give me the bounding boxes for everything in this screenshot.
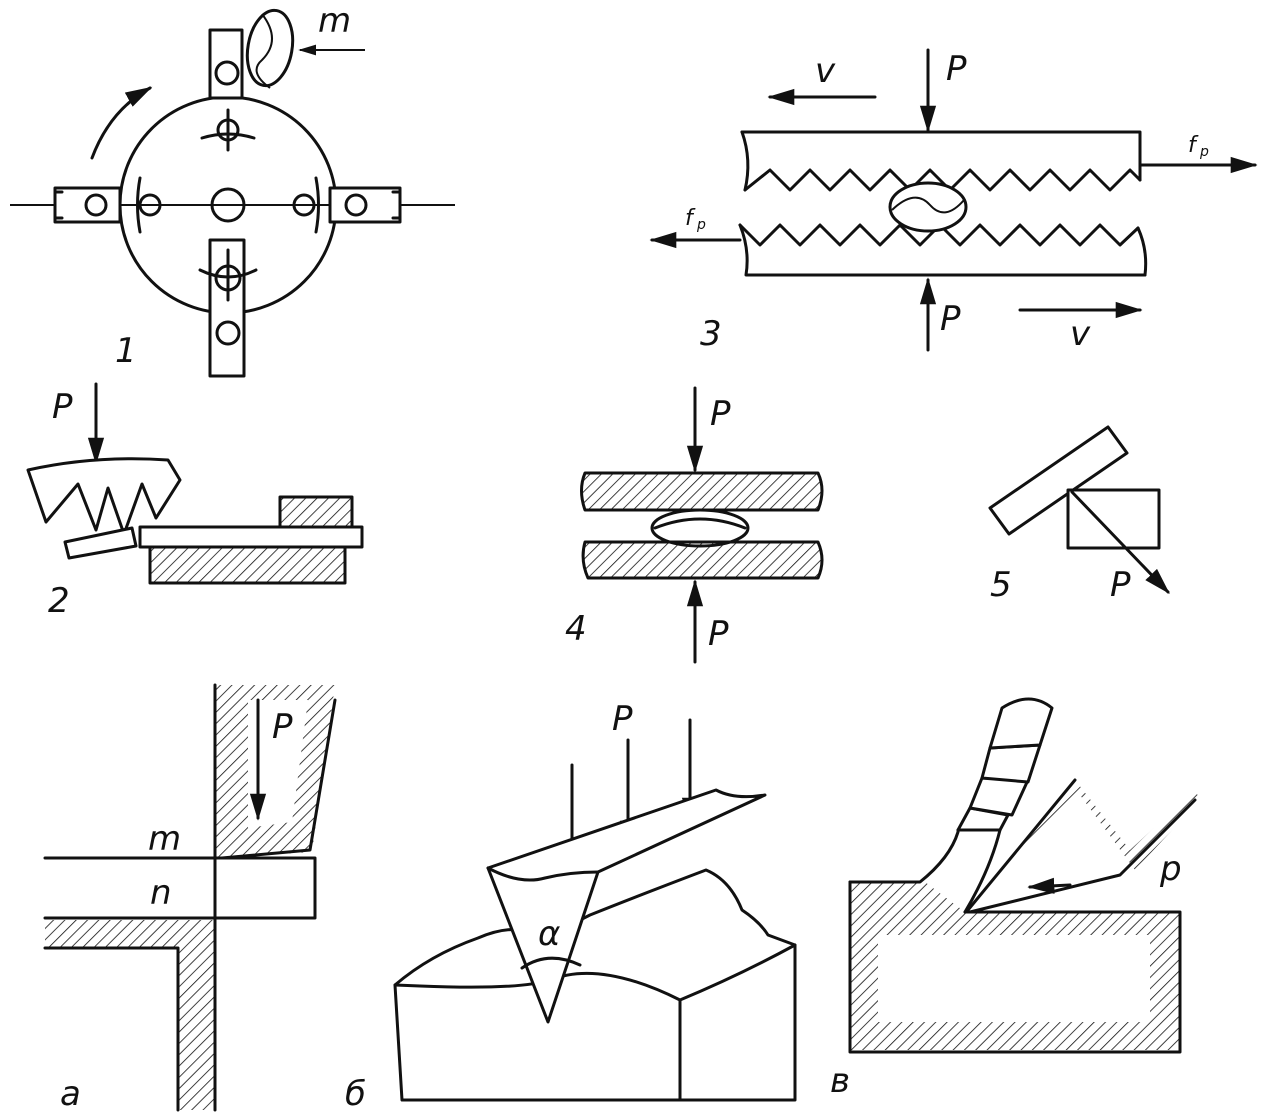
label-sub-a: а bbox=[60, 1074, 81, 1114]
label-sub-c: в bbox=[830, 1061, 850, 1101]
label-num-5: 5 bbox=[990, 565, 1012, 605]
label-m-a: m bbox=[148, 819, 181, 859]
label-sub-b: б bbox=[345, 1074, 366, 1114]
label-P-2: P bbox=[52, 387, 73, 427]
panel-3-rollers: P P v v f p f p 3 bbox=[649, 48, 1258, 354]
label-f-3-left: f bbox=[685, 206, 696, 231]
label-v-3-bottom: v bbox=[1070, 314, 1091, 354]
panel-5-shear: P 5 bbox=[988, 425, 1170, 605]
label-m-top: m bbox=[318, 1, 351, 41]
label-p-c: p bbox=[1159, 849, 1182, 889]
label-P-a: P bbox=[272, 707, 293, 747]
label-v-3-top: v bbox=[815, 51, 836, 91]
label-f-3-right: f bbox=[1188, 133, 1199, 158]
label-P-3-bottom: P bbox=[940, 299, 961, 339]
label-f-3-left-sub: p bbox=[696, 217, 706, 233]
panel-1-rotor: m 1 bbox=[10, 1, 455, 378]
panel-a-shearing: P m n а bbox=[43, 683, 337, 1114]
label-num-3: 3 bbox=[700, 314, 722, 354]
coffee-bean-3 bbox=[888, 181, 968, 233]
label-P-3-top: P bbox=[946, 49, 967, 89]
panel-c-chip: p в bbox=[830, 697, 1200, 1101]
label-num-1: 1 bbox=[115, 331, 137, 371]
label-P-5: P bbox=[1110, 565, 1131, 605]
label-num-2: 2 bbox=[48, 581, 70, 621]
label-P-b: P bbox=[612, 699, 633, 739]
panel-2-cutting: P 2 bbox=[26, 382, 364, 621]
label-f-3-right-sub: p bbox=[1199, 144, 1209, 160]
label-P-4-bottom: P bbox=[708, 614, 729, 654]
label-P-4-top: P bbox=[710, 394, 731, 434]
label-num-4: 4 bbox=[565, 609, 587, 649]
rotation-arrow bbox=[90, 86, 153, 160]
label-alpha-b: α bbox=[538, 914, 560, 954]
label-n-a: n bbox=[150, 873, 172, 913]
panel-4-crushing: P P 4 bbox=[565, 386, 824, 664]
panel-b-wedge: P α б bbox=[345, 699, 797, 1114]
